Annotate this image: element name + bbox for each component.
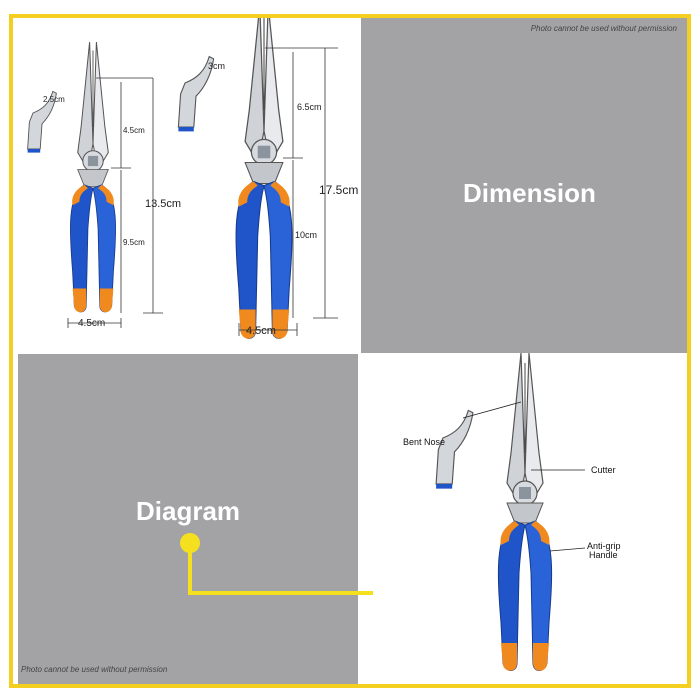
- large-total-label: 17.5cm: [319, 183, 359, 197]
- large-pliers-illustration: [177, 18, 293, 340]
- large-tip-label: 3cm: [208, 61, 226, 71]
- diagram-connector: [180, 533, 373, 595]
- large-nose-label: 6.5cm: [297, 102, 322, 112]
- product-image-frame: Dimension Diagram Photo cannot be used w…: [9, 14, 691, 688]
- callout-bent-nose: Bent Nose: [403, 437, 446, 447]
- illustration-layer: [27, 18, 586, 672]
- diagram-title-panel: [18, 354, 358, 684]
- permission-notice-bottom: Photo cannot be used without permission: [21, 665, 168, 674]
- callout-handle-line1: Anti-grip: [587, 541, 621, 551]
- small-width-label: 4.5cm: [78, 318, 106, 329]
- dimension-title-panel: [361, 18, 687, 353]
- permission-notice-top: Photo cannot be used without permission: [530, 24, 677, 33]
- large-width-label: 4.5cm: [246, 325, 276, 337]
- callout-handle-line2: Handle: [589, 550, 618, 560]
- large-pliers-dimension-lines: [238, 47, 338, 336]
- small-total-label: 13.5cm: [145, 198, 182, 210]
- large-handle-label: 10cm: [295, 230, 318, 240]
- small-handle-label: 9.5cm: [123, 238, 145, 247]
- small-pliers-dimension-lines: [67, 77, 163, 328]
- diagram-title: Diagram: [136, 496, 241, 526]
- small-pliers-illustration: [27, 41, 117, 313]
- callout-cutter: Cutter: [591, 465, 616, 475]
- diagram-pliers-illustration: [435, 352, 553, 672]
- small-nose-label: 4.5cm: [123, 126, 145, 135]
- small-tip-label: 2.5cm: [43, 95, 65, 104]
- diagram-leader-lines: [462, 401, 586, 552]
- dimension-title: Dimension: [463, 178, 596, 208]
